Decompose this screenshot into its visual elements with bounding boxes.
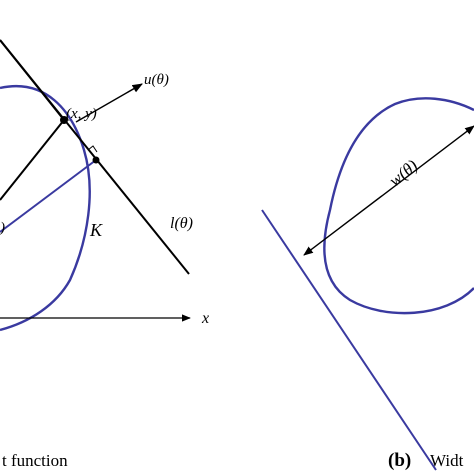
foot-point-dot xyxy=(92,156,100,164)
label-theta-fragment: ) xyxy=(0,220,5,236)
label-l-theta: l(θ) xyxy=(170,215,193,232)
origin-to-point-line xyxy=(0,119,65,201)
panel-a: u(θ) (x, y) l(θ) K x ) t function xyxy=(0,39,209,470)
label-body-k: K xyxy=(89,220,103,240)
label-u-theta: u(θ) xyxy=(144,72,169,88)
label-point-xy: (x, y) xyxy=(66,106,97,122)
convex-body-curve-b xyxy=(323,97,474,315)
label-w-theta: w(θ) xyxy=(385,156,421,191)
right-angle-marker xyxy=(87,145,98,153)
caption-a: t function xyxy=(2,451,68,470)
panel-b: w(θ) (b) Widt xyxy=(261,97,474,471)
width-arrow xyxy=(303,125,474,256)
convex-body-k-curve xyxy=(0,85,91,332)
caption-b-text: Widt xyxy=(430,451,464,470)
label-x-axis: x xyxy=(201,310,209,327)
caption-b-letter: (b) xyxy=(388,450,411,471)
support-line-b xyxy=(261,209,437,471)
point-xy-dot xyxy=(60,116,68,124)
normal-vector-u-arrow xyxy=(75,83,143,123)
support-distance-line xyxy=(0,159,97,233)
